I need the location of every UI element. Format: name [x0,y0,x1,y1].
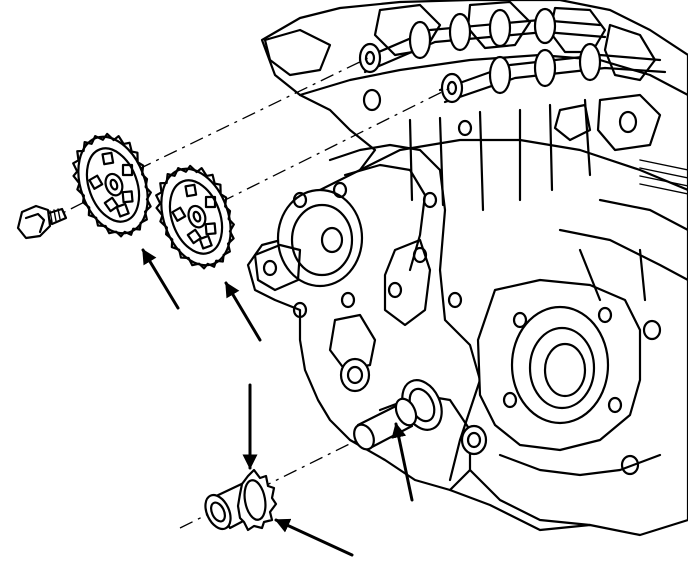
crankshaft-sprocket [204,468,278,532]
callout-arrows [141,248,414,557]
exhaust-cam-sprocket [155,164,235,270]
intake-cam-sprocket [72,132,152,238]
sprocket-bolt [16,204,68,240]
engine-block [246,0,688,537]
crankshaft-snout [353,379,443,451]
